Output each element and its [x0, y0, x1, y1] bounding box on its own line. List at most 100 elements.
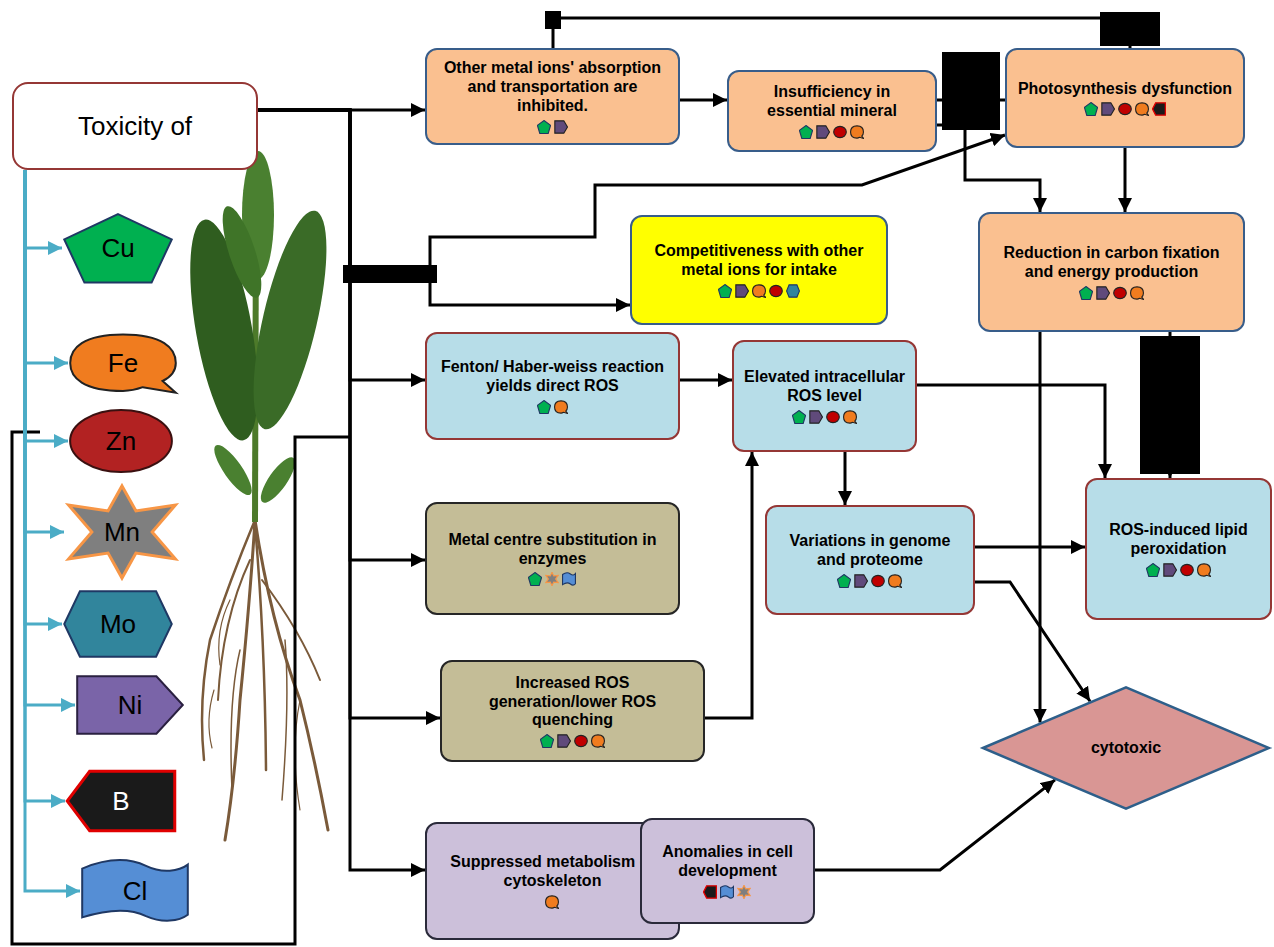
- element-icons: [798, 125, 866, 139]
- element-icons: [1083, 102, 1168, 116]
- node-label: Increased ROS generation/lower ROS quenc…: [452, 674, 693, 731]
- element-icon: [1146, 563, 1159, 576]
- plant-illustration: [177, 151, 342, 840]
- element-icon: [574, 736, 587, 747]
- mask-bar: [1100, 12, 1160, 46]
- element-icon: [738, 885, 750, 898]
- element-icon: [837, 574, 850, 587]
- element-icons: [527, 572, 578, 586]
- connector-arrow: [258, 110, 425, 870]
- element-icon: [872, 575, 885, 586]
- element-icon: [735, 285, 748, 297]
- node-label: Elevated intracellular ROS level: [744, 368, 905, 406]
- connector-arrow: [25, 170, 68, 363]
- element-shape: Cu: [62, 212, 174, 284]
- node-label: Zn: [72, 426, 170, 457]
- node-label: Toxicity of: [24, 111, 246, 142]
- effect-box: Competitiveness with other metal ions fo…: [630, 215, 888, 325]
- effect-box: Reduction in carbon fixation and energy …: [978, 212, 1245, 332]
- element-icons: [702, 885, 753, 899]
- element-icon: [1101, 103, 1114, 115]
- connector-arrow: [680, 99, 727, 102]
- element-icon: [1135, 103, 1148, 116]
- node-label: Metal centre substitution in enzymes: [437, 531, 668, 569]
- title-box: Toxicity of: [12, 82, 258, 170]
- connector-arrow: [680, 379, 732, 382]
- mask-bar: [1140, 336, 1200, 474]
- node-label: Cl: [84, 876, 186, 907]
- element-icon: [554, 121, 567, 133]
- effect-box: Elevated intracellular ROS level: [732, 340, 917, 452]
- shape-outline: [64, 591, 172, 656]
- connector-arrow: [844, 452, 847, 505]
- connector-arrow: [975, 582, 1090, 701]
- element-icons: [1145, 563, 1213, 577]
- element-icon: [843, 411, 856, 424]
- connector-arrow: [25, 170, 65, 801]
- node-label: B: [69, 786, 173, 817]
- element-icons: [1078, 286, 1146, 300]
- connector-arrow: [258, 110, 425, 560]
- node-label: Other metal ions' absorption and transpo…: [437, 59, 668, 116]
- element-icon: [546, 573, 558, 586]
- element-icon: [1180, 564, 1193, 575]
- element-icons: [717, 284, 802, 298]
- mask-bar: [942, 52, 1000, 130]
- element-icon: [537, 400, 550, 413]
- element-shape: Cl: [80, 858, 190, 924]
- node-label: Fe: [72, 348, 174, 379]
- connector-arrow: [25, 170, 80, 891]
- element-icon: [769, 285, 782, 296]
- element-icon: [1130, 287, 1143, 300]
- node-label: Competitiveness with other metal ions fo…: [642, 242, 876, 280]
- node-label: Ni: [79, 690, 181, 721]
- element-icon: [826, 411, 839, 422]
- connector-arrow: [258, 110, 425, 380]
- element-icon: [792, 410, 805, 423]
- connector-arrow: [25, 170, 62, 624]
- connector-arrow: [25, 170, 62, 248]
- element-icon: [1113, 287, 1126, 298]
- connector-arrow: [25, 170, 64, 532]
- shape-outline: [70, 410, 172, 472]
- element-icon: [1096, 287, 1109, 299]
- shape-outline: [67, 771, 175, 831]
- element-icon: [540, 735, 553, 748]
- outcome-diamond: cytotoxic: [980, 686, 1272, 810]
- shape-outline: [82, 860, 188, 920]
- node-label: Reduction in carbon fixation and energy …: [990, 244, 1233, 282]
- element-shape: Zn: [68, 408, 174, 474]
- connector-arrow: [553, 18, 1130, 48]
- element-shape: B: [65, 770, 177, 832]
- element-icon: [1163, 564, 1176, 576]
- element-shape: Mn: [64, 484, 180, 580]
- element-icon: [557, 735, 570, 747]
- element-shape: Fe: [68, 332, 178, 394]
- element-icon: [752, 285, 765, 298]
- group-bracket: [12, 432, 350, 944]
- node-label: ROS-induced lipid peroxidation: [1097, 521, 1260, 559]
- node-label: Mn: [68, 517, 176, 548]
- element-icon: [563, 573, 576, 585]
- element-icon: [834, 126, 847, 137]
- connector-arrow: [705, 452, 752, 718]
- node-label: Fenton/ Haber-weiss reaction yields dire…: [437, 358, 668, 396]
- node-label: Anomalies in cell development: [652, 843, 803, 881]
- element-icon: [1084, 103, 1097, 116]
- element-icons: [536, 400, 570, 414]
- node-label: Insufficiency in essential mineral: [739, 83, 925, 121]
- element-icon: [537, 120, 550, 133]
- connector-arrow: [25, 170, 68, 441]
- element-icons: [836, 574, 904, 588]
- node-label: Cu: [66, 233, 170, 264]
- element-icon: [1079, 286, 1092, 299]
- effect-box: Metal centre substitution in enzymes: [425, 502, 680, 615]
- element-icon: [721, 886, 734, 898]
- element-icon: [809, 411, 822, 423]
- effect-box: ROS-induced lipid peroxidation: [1085, 478, 1272, 620]
- node-label: cytotoxic: [984, 739, 1268, 758]
- effect-box: Variations in genome and proteome: [765, 505, 975, 615]
- shape-outline: [69, 486, 176, 578]
- element-icon: [1118, 104, 1131, 115]
- element-icon: [718, 284, 731, 297]
